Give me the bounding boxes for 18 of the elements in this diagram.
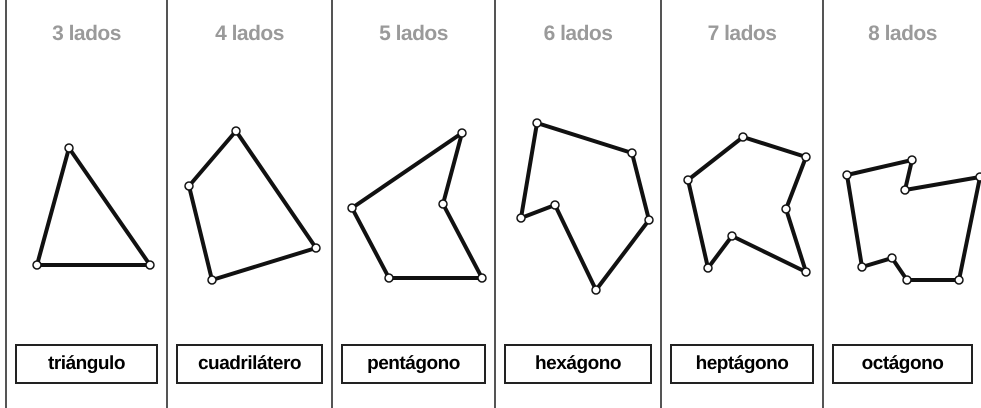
polygon-name-box bbox=[832, 344, 973, 384]
side-count: 7 lados bbox=[706, 21, 778, 47]
polygon-name: cuadrilátero bbox=[198, 352, 302, 376]
side-count: 3 lados bbox=[51, 21, 122, 47]
polygon-name: octágono bbox=[862, 352, 944, 376]
polygon-name: heptágono bbox=[696, 352, 788, 376]
polygon-name: triángulo bbox=[48, 352, 125, 376]
side-count: 6 lados bbox=[542, 21, 614, 47]
polygon-name-box bbox=[176, 344, 323, 384]
side-count: 5 lados bbox=[378, 21, 449, 47]
polygon-name-box bbox=[670, 344, 814, 384]
polygon-name-box bbox=[504, 344, 652, 384]
side-count: 4 lados bbox=[214, 21, 285, 47]
polygon-name-box bbox=[341, 344, 486, 384]
side-count: 8 lados bbox=[867, 21, 938, 47]
polygon-name: pentágono bbox=[367, 352, 460, 376]
polygon-name-box bbox=[15, 344, 158, 384]
polygon-name: hexágono bbox=[535, 352, 621, 376]
